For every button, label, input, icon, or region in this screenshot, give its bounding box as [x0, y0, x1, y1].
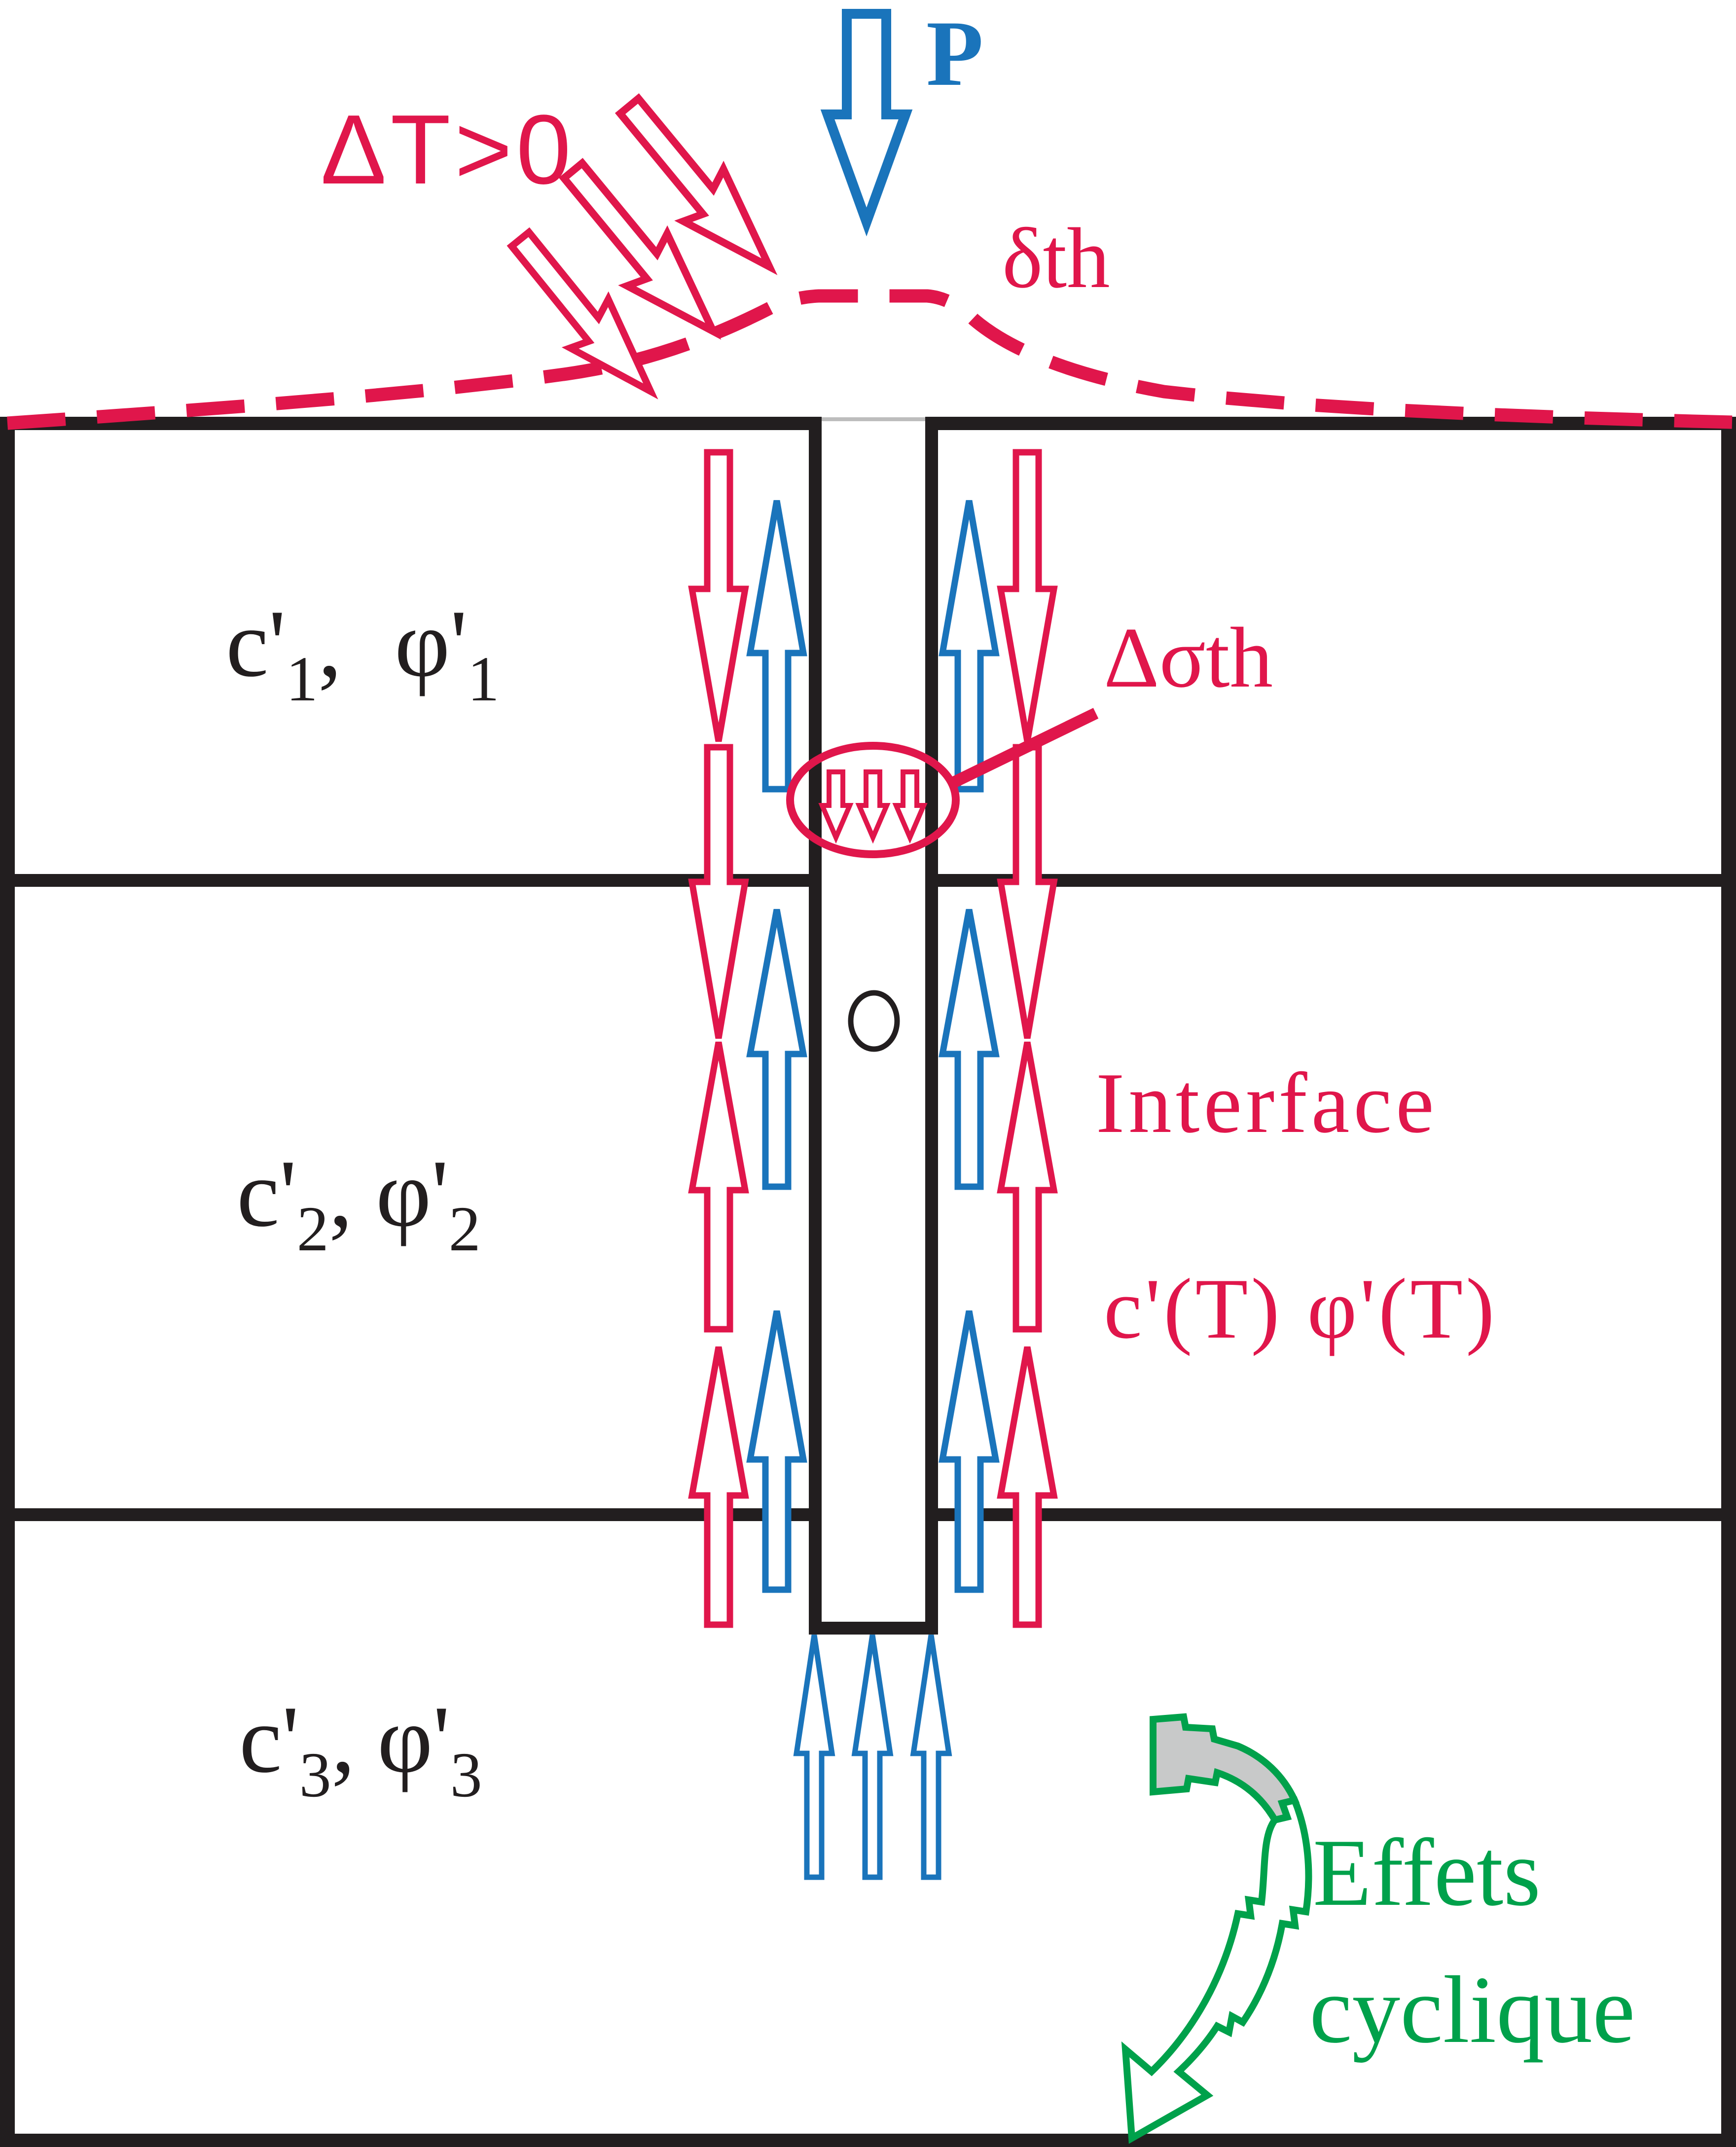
layer2-label: c'2,φ'2 [237, 1140, 481, 1265]
friction-up-arrow-right-layer3 [939, 1310, 1000, 1593]
thermal-up-arrow-right-mid [997, 1041, 1058, 1333]
thermal-stress-ellipse [786, 742, 960, 858]
layer3-c-sub: 3 [299, 1740, 331, 1811]
pile-base-line [809, 1622, 938, 1635]
layer2-3-boundary-left [0, 1508, 809, 1521]
layer2-c-sub: 2 [297, 1194, 329, 1265]
cyclic-effects-label-line2: cyclique [1309, 1957, 1635, 2063]
bottom-border [0, 2134, 1736, 2147]
layer3-c: c' [239, 1686, 299, 1793]
pile-left-wall [809, 417, 822, 1635]
layer2-comma: , [329, 1140, 353, 1247]
thermal-stress-callout-line [947, 708, 1099, 790]
thermal-up-arrow-left-mid [688, 1041, 749, 1333]
heave-label: δth [1002, 210, 1110, 306]
cyclic-effects-arrow [1121, 1713, 1312, 2144]
layer3-phi: φ' [377, 1686, 450, 1793]
base-up-arrow-left [793, 1635, 835, 1880]
mechanical-friction-arrows [746, 500, 1000, 1593]
thermal-stress-callout [786, 708, 1099, 858]
friction-up-arrow-right-layer1 [939, 500, 1000, 793]
cyclic-arrow-lower-band [1121, 1796, 1312, 2144]
cyclic-arrow-upper-band [1150, 1713, 1300, 1824]
cyclic-effects-label-line1: Effets [1313, 1819, 1541, 1926]
layer1-comma: , [318, 590, 342, 697]
thermal-stress-mini-arrows [818, 769, 928, 844]
layer2-c: c' [237, 1140, 297, 1247]
friction-up-arrow-left-layer1 [746, 500, 807, 793]
thermal-friction-arrows [688, 449, 1058, 1628]
mini-down-arrow-3 [892, 769, 928, 844]
layer3-phi-sub: 3 [450, 1740, 482, 1811]
layer1-phi-sub: 1 [468, 644, 500, 715]
layer1-c-sub: 1 [286, 644, 318, 715]
heave-profile-dashed-curve [7, 289, 1733, 430]
layer1-2-boundary-left [0, 874, 809, 887]
mini-down-arrow-2 [855, 769, 891, 844]
interface-parameters-label: c'(T) φ'(T) [1104, 1261, 1497, 1356]
layer1-c: c' [226, 590, 286, 697]
base-up-arrow-right [910, 1635, 952, 1880]
layer1-label: c'1,φ'1 [226, 590, 500, 715]
pile-right-wall [925, 417, 938, 1635]
temperature-increase-label: ΔT>0 [321, 95, 575, 205]
friction-up-arrow-left-layer3 [746, 1310, 807, 1593]
layer1-phi: φ' [395, 590, 468, 697]
load-arrow [820, 9, 913, 237]
left-border [0, 417, 15, 2147]
layer1-2-boundary-right [938, 874, 1736, 887]
thermal-down-arrow-right-upper [997, 449, 1058, 742]
friction-up-arrow-left-layer2 [746, 909, 807, 1190]
right-border [1721, 417, 1736, 2147]
thermal-down-arrow-left-lower [688, 744, 749, 1039]
thermal-up-arrow-left-deep [688, 1346, 749, 1628]
layer2-phi-sub: 2 [449, 1194, 481, 1265]
friction-up-arrow-right-layer2 [939, 909, 1000, 1190]
thermal-up-arrow-right-deep [997, 1346, 1058, 1628]
pile-cap-line [822, 417, 925, 421]
pile [809, 417, 938, 1635]
interface-label: Interface [1096, 1055, 1438, 1151]
pile-neutral-point-circle [848, 990, 900, 1052]
load-label: P [926, 2, 983, 106]
layer3-label: c'3,φ'3 [239, 1686, 482, 1811]
base-up-arrow-center [851, 1635, 894, 1880]
layer2-3-boundary-right [938, 1508, 1736, 1521]
mini-down-arrow-1 [818, 769, 854, 844]
thermal-down-arrow-left-upper [688, 449, 749, 742]
thermal-down-arrow-right-lower [997, 744, 1058, 1039]
layer2-phi: φ' [376, 1140, 449, 1247]
layer3-comma: , [331, 1686, 356, 1793]
base-resistance-arrows [793, 1635, 952, 1880]
thermal-stress-label: Δσth [1104, 610, 1273, 705]
